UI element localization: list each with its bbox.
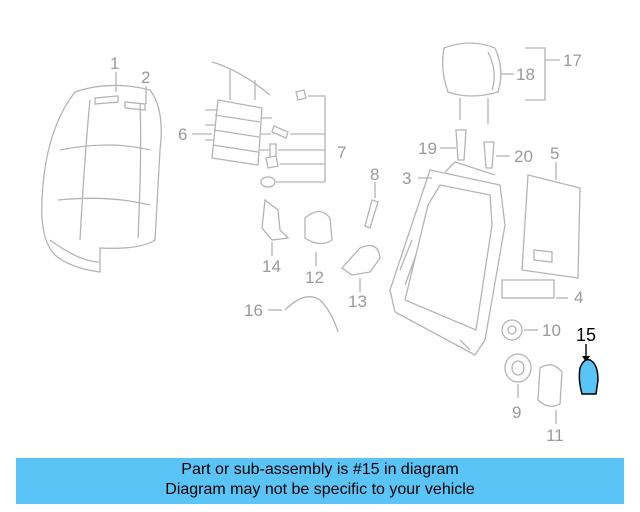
seat-back-cushion xyxy=(41,84,162,273)
banner-line-2: Diagram may not be specific to your vehi… xyxy=(165,481,475,498)
pin xyxy=(364,199,379,229)
callout-5: 5 xyxy=(550,144,559,163)
callout-3: 3 xyxy=(402,169,411,188)
banner-line-1: Part or sub-assembly is #15 in diagram xyxy=(181,461,459,478)
callout-17: 17 xyxy=(563,51,582,70)
callout-12: 12 xyxy=(305,268,324,287)
label-4 xyxy=(501,279,555,299)
callout-6: 6 xyxy=(178,125,187,144)
callout-2: 2 xyxy=(141,68,150,87)
highlighted-part-15 xyxy=(578,358,599,395)
callout-4: 4 xyxy=(574,288,583,307)
bracket-14 xyxy=(261,198,290,241)
callout-18: 18 xyxy=(516,65,535,84)
guide-20 xyxy=(483,141,495,169)
info-banner: Part or sub-assembly is #15 in diagram D… xyxy=(16,458,624,504)
lumbar-support xyxy=(205,61,272,166)
callout-19: 19 xyxy=(418,139,437,158)
guide-19 xyxy=(455,129,467,161)
callout-20: 20 xyxy=(514,147,533,166)
callout-16: 16 xyxy=(244,301,263,320)
cover-11 xyxy=(537,364,563,407)
callout-8: 8 xyxy=(370,165,379,184)
callout-15: 15 xyxy=(576,325,596,345)
callout-10: 10 xyxy=(542,321,561,340)
seat-frame xyxy=(389,161,506,356)
cover-12 xyxy=(304,210,333,245)
knob-10 xyxy=(501,319,523,341)
headrest xyxy=(442,42,502,124)
callout-13: 13 xyxy=(348,292,367,311)
knob-9 xyxy=(504,353,532,383)
back-panel xyxy=(521,174,581,279)
hardware-clips xyxy=(260,89,326,188)
callout-14: 14 xyxy=(262,257,281,276)
callout-1: 1 xyxy=(110,54,119,73)
callout-7: 7 xyxy=(337,143,346,162)
callout-9: 9 xyxy=(512,403,521,422)
callout-11: 11 xyxy=(546,426,564,445)
handle-13 xyxy=(341,244,381,276)
cable-16 xyxy=(284,296,339,333)
